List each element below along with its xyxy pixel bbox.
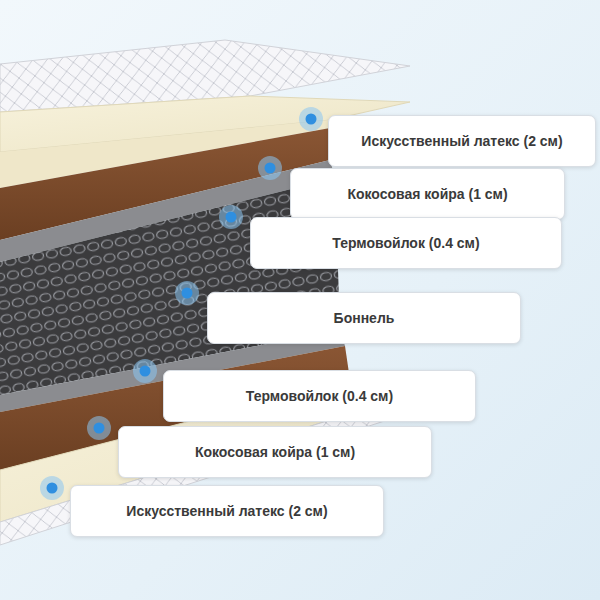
layer-label-box: Кокосовая койра (1 см) — [290, 168, 565, 220]
layer-label: Термовойлок (0.4 см) — [246, 388, 393, 404]
layer-label: Кокосовая койра (1 см) — [195, 444, 355, 460]
layer-label-box: Кокосовая койра (1 см) — [118, 426, 432, 478]
layer-label: Искусственный латекс (2 см) — [361, 133, 562, 149]
layer-label-box: Искусственный латекс (2 см) — [328, 115, 596, 167]
layer-label-box: Термовойлок (0.4 см) — [250, 217, 562, 269]
layer-label: Боннель — [334, 310, 395, 326]
layer-label: Термовойлок (0.4 см) — [332, 235, 479, 251]
layer-label-box: Искусственный латекс (2 см) — [70, 485, 384, 537]
layer-label-box: Термовойлок (0.4 см) — [163, 370, 476, 422]
layer-label: Кокосовая койра (1 см) — [347, 186, 507, 202]
layer-label: Искусственный латекс (2 см) — [126, 503, 327, 519]
layer-label-box: Боннель — [207, 292, 521, 344]
